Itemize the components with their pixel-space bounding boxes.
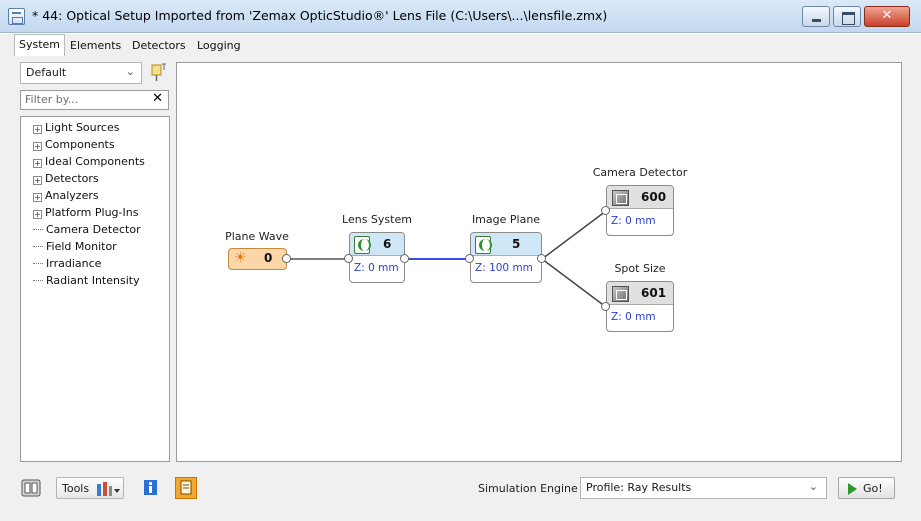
info-icon — [144, 480, 157, 495]
link-imageplane-spotsize — [541, 258, 607, 308]
title-bar: * 44: Optical Setup Imported from 'Zemax… — [0, 0, 921, 33]
tree-item-components[interactable]: +Components — [33, 138, 115, 151]
simulation-engine-label: Simulation Engine — [478, 482, 578, 495]
tree-item-irradiance[interactable]: Irradiance — [33, 257, 101, 274]
connection-lines — [287, 210, 607, 308]
spot-size-node[interactable]: 601 Z: 0 mm — [606, 281, 674, 332]
tree-item-ideal-components[interactable]: +Ideal Components — [33, 155, 145, 168]
tab-elements[interactable]: Elements — [70, 39, 122, 52]
expand-icon[interactable]: + — [33, 193, 42, 202]
tab-detectors[interactable]: Detectors — [132, 39, 186, 52]
input-port[interactable] — [465, 254, 474, 263]
clear-filter-icon[interactable]: ✕ — [152, 91, 163, 106]
expand-icon[interactable]: + — [33, 176, 42, 185]
chevron-down-icon: ⌄ — [808, 480, 818, 493]
input-port[interactable] — [601, 206, 610, 215]
camera-icon — [612, 286, 629, 302]
camera-detector-z: Z: 0 mm — [611, 215, 656, 227]
filter-placeholder: Filter by... — [25, 93, 79, 106]
plane-wave-number: 0 — [264, 251, 273, 265]
info-button[interactable] — [140, 477, 160, 499]
expand-icon[interactable]: + — [33, 142, 42, 151]
window-title: * 44: Optical Setup Imported from 'Zemax… — [32, 8, 608, 23]
input-port[interactable] — [344, 254, 353, 263]
lens-system-node[interactable]: 6 Z: 0 mm — [349, 232, 405, 283]
view-select[interactable]: Default ⌄ — [20, 62, 142, 84]
maximize-button[interactable] — [833, 6, 861, 27]
pin-button[interactable] — [146, 61, 169, 84]
sun-icon: ☀ — [234, 250, 247, 266]
expand-icon[interactable]: + — [33, 125, 42, 134]
tree-item-radiant-intensity[interactable]: Radiant Intensity — [33, 274, 140, 291]
image-plane-node[interactable]: 5 Z: 100 mm — [470, 232, 542, 283]
simulation-engine-value: Profile: Ray Results — [586, 481, 692, 494]
lens-system-z: Z: 0 mm — [354, 262, 399, 274]
close-icon: ✕ — [881, 8, 893, 23]
tree-item-analyzers[interactable]: +Analyzers — [33, 189, 99, 202]
tools-label: Tools — [62, 482, 90, 495]
input-port[interactable] — [601, 302, 610, 311]
expand-icon[interactable]: + — [33, 159, 42, 168]
tab-bar: System Elements Detectors Logging — [0, 34, 921, 56]
simulation-engine-select[interactable]: Profile: Ray Results ⌄ — [580, 477, 827, 499]
spot-size-title: Spot Size — [614, 262, 666, 275]
output-port[interactable] — [400, 254, 409, 263]
tools-button[interactable]: Tools — [56, 477, 124, 499]
camera-detector-node[interactable]: 600 Z: 0 mm — [606, 185, 674, 236]
notes-icon — [180, 480, 192, 495]
tools-icon — [97, 482, 120, 496]
system-diagram-canvas[interactable]: Plane Wave ☀ 0 Lens System 6 Z: 0 mm Ima… — [176, 62, 902, 462]
component-tree[interactable]: +Light Sources +Components +Ideal Compon… — [20, 116, 170, 462]
image-plane-title: Image Plane — [471, 213, 541, 226]
plane-wave-title: Plane Wave — [225, 230, 289, 243]
lens-icon — [354, 236, 371, 254]
tree-item-field-monitor[interactable]: Field Monitor — [33, 240, 117, 257]
plane-wave-node[interactable]: ☀ 0 — [228, 248, 287, 270]
camera-detector-number: 600 — [641, 190, 667, 204]
lens-system-number: 6 — [383, 237, 392, 251]
image-plane-number: 5 — [512, 237, 521, 251]
filter-input[interactable]: Filter by... ✕ — [20, 90, 169, 110]
image-plane-z: Z: 100 mm — [475, 262, 533, 274]
library-icon — [21, 479, 41, 497]
tree-item-camera-detector[interactable]: Camera Detector — [33, 223, 141, 240]
pin-icon — [151, 63, 166, 81]
tab-logging[interactable]: Logging — [197, 39, 241, 52]
tree-item-light-sources[interactable]: +Light Sources — [33, 121, 120, 134]
output-port[interactable] — [537, 254, 546, 263]
camera-icon — [612, 190, 629, 206]
go-button[interactable]: Go! — [838, 477, 895, 499]
library-button[interactable] — [20, 477, 42, 499]
chevron-down-icon: ⌄ — [125, 65, 135, 78]
camera-detector-title: Camera Detector — [592, 166, 688, 179]
tree-item-detectors[interactable]: +Detectors — [33, 172, 99, 185]
link-imageplane-camera — [541, 210, 607, 260]
tab-system[interactable]: System — [14, 34, 66, 56]
go-label: Go! — [863, 482, 883, 495]
lens-icon — [475, 236, 492, 254]
output-port[interactable] — [282, 254, 291, 263]
minimize-button[interactable] — [802, 6, 830, 27]
notes-button[interactable] — [175, 477, 197, 499]
tree-item-platform-plug-ins[interactable]: +Platform Plug-Ins — [33, 206, 139, 219]
expand-icon[interactable]: + — [33, 210, 42, 219]
spot-size-number: 601 — [641, 286, 667, 300]
view-select-value: Default — [26, 66, 67, 79]
lens-system-title: Lens System — [342, 213, 412, 226]
spot-size-z: Z: 0 mm — [611, 311, 656, 323]
app-icon — [8, 8, 25, 25]
close-window-button[interactable]: ✕ — [864, 6, 910, 27]
